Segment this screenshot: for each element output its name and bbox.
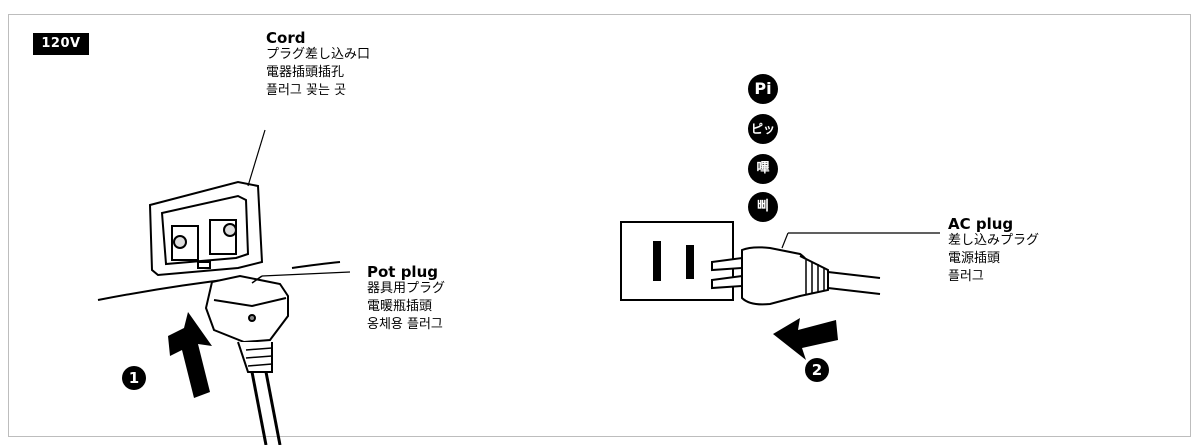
cord-label: Cord プラグ差し込み口 電器插頭插孔 플러그 꽂는 곳 xyxy=(266,30,370,100)
pot-plug-title: Pot plug xyxy=(367,263,438,281)
potplug-leader xyxy=(261,271,351,277)
step-1-marker: 1 xyxy=(122,366,146,390)
ac-plug-label-ko: 플러그 xyxy=(948,269,984,284)
ac-plug-label-ja: 差し込みプラグ xyxy=(948,233,1040,248)
cord-label-ja: プラグ差し込み口 xyxy=(266,47,371,62)
arrow-up xyxy=(168,312,212,398)
voltage-badge: 120V xyxy=(33,33,89,55)
sound-badge-ja: ピッ xyxy=(748,114,778,144)
cord-label-ko: 플러그 꽂는 곳 xyxy=(266,83,347,98)
cord-leader xyxy=(247,129,266,187)
pot-plug-label-ko: 옹체용 플러그 xyxy=(367,317,443,332)
pot-plug xyxy=(204,274,289,445)
ac-plug xyxy=(711,246,881,306)
ac-plug-label: AC plug 差し込みプラグ 電源插頭 플러그 xyxy=(948,216,1039,286)
pot-plug-label: Pot plug 器具用プラグ 電暖瓶插頭 옹체용 플러그 xyxy=(367,264,445,334)
pot-plug-label-zh: 電暖瓶插頭 xyxy=(367,299,433,314)
diagram-frame xyxy=(8,14,1191,437)
ac-plug-label-zh: 電源插頭 xyxy=(948,251,1001,266)
arrow-left xyxy=(773,318,838,360)
step-2-marker: 2 xyxy=(805,358,829,382)
pot-plug-label-ja: 器具用プラグ xyxy=(367,281,446,296)
sound-badge-ko: 삐 xyxy=(748,192,778,222)
cord-label-zh: 電器插頭插孔 xyxy=(266,65,345,80)
cord-socket xyxy=(148,180,264,277)
sound-badge-zh: 嗶 xyxy=(748,154,778,184)
sound-badge-en: Pi xyxy=(748,74,778,104)
ac-plug-title: AC plug xyxy=(948,215,1014,233)
cord-title: Cord xyxy=(266,29,306,47)
